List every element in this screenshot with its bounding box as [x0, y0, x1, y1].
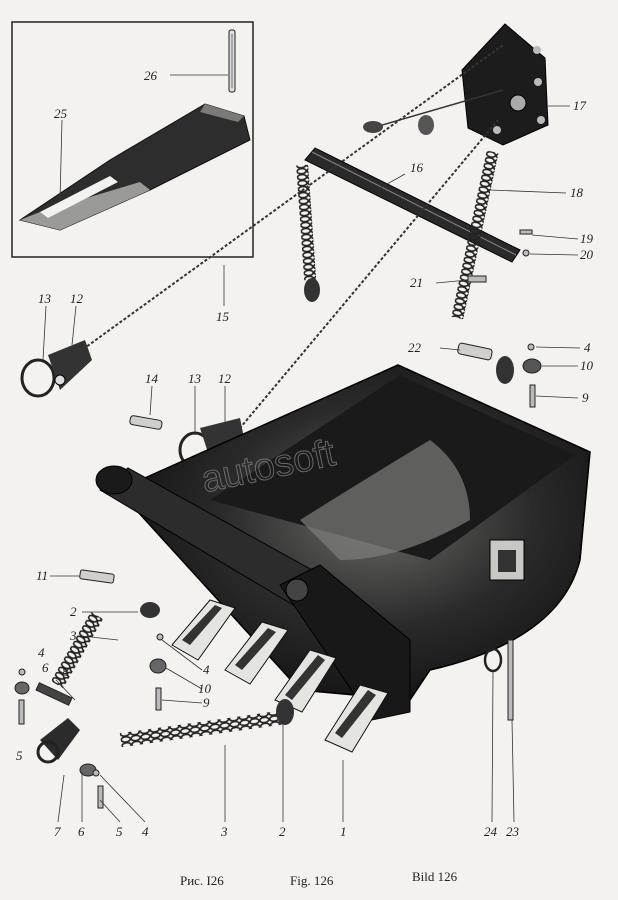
callout-25: 25 — [54, 106, 68, 121]
callout-21: 21 — [410, 275, 423, 290]
callout-12-upper: 12 — [70, 291, 84, 306]
callout-4-lower-left: 4 — [38, 645, 45, 660]
callout-2-left: 2 — [70, 604, 77, 619]
callout-4-bottom: 4 — [142, 824, 149, 839]
callout-22: 22 — [408, 340, 422, 355]
callout-10-right: 10 — [580, 358, 594, 373]
callout-16: 16 — [410, 160, 424, 175]
caption-de: Bild 126 — [412, 869, 458, 884]
pin-part-19 — [519, 229, 533, 235]
pulley-block-part-17 — [461, 23, 549, 146]
callout-3-bottom: 3 — [220, 824, 228, 839]
callout-26: 26 — [144, 68, 158, 83]
chain-part-3-left — [50, 602, 160, 689]
callout-7: 7 — [54, 824, 61, 839]
callout-3-left: 3 — [69, 628, 77, 643]
caption-en: Fig. 126 — [290, 873, 334, 888]
callout-19: 19 — [580, 231, 594, 246]
nut-part-20 — [522, 249, 530, 257]
callout-9-right: 9 — [582, 390, 589, 405]
callout-13-middle: 13 — [188, 371, 202, 386]
pin-part-23 — [507, 639, 514, 721]
callout-13-upper: 13 — [38, 291, 52, 306]
bolt-part-11 — [79, 569, 115, 584]
bolt-part-21 — [467, 275, 487, 283]
callout-10-middle: 10 — [198, 681, 212, 696]
small-parts-middle — [149, 633, 167, 711]
callout-11: 11 — [36, 568, 48, 583]
washer-part-24 — [483, 647, 503, 673]
small-parts-right — [522, 343, 542, 408]
callout-12-middle: 12 — [218, 371, 232, 386]
callout-6-bottom: 6 — [78, 824, 85, 839]
bucket-part-1 — [95, 364, 591, 721]
callout-14: 14 — [145, 371, 159, 386]
tooth-part-25 — [18, 103, 251, 231]
callout-4-right: 4 — [584, 340, 591, 355]
callout-8: 8 — [62, 664, 69, 679]
callout-5-bottom: 5 — [116, 824, 123, 839]
callout-1: 1 — [340, 824, 347, 839]
bucket-teeth — [171, 599, 389, 753]
pin-part-26 — [228, 29, 236, 93]
callout-20: 20 — [580, 247, 594, 262]
lower-left-fittings — [14, 668, 104, 809]
pin-part-14 — [129, 415, 163, 430]
tooth-detail-inset — [11, 21, 254, 258]
shackle-assembly-upper — [20, 340, 92, 398]
figure-captions: Рис. I26 Fig. 126 Bild 126 — [180, 869, 458, 888]
callout-24: 24 — [484, 824, 498, 839]
callout-18: 18 — [570, 185, 584, 200]
spreader-bar-part-16 — [304, 147, 521, 263]
callout-17: 17 — [573, 98, 587, 113]
callout-labels: 26 25 17 16 18 19 20 21 13 12 15 22 4 10… — [16, 68, 594, 839]
callout-4-middle: 4 — [203, 662, 210, 677]
caption-ru: Рис. I26 — [180, 873, 224, 888]
callout-23: 23 — [506, 824, 520, 839]
cables-part-15 — [74, 44, 504, 441]
callout-6-lower-left: 6 — [42, 660, 49, 675]
leader-lines — [42, 74, 581, 823]
chain-part-3-lower — [119, 699, 294, 748]
callout-15: 15 — [216, 309, 230, 324]
callout-2-bottom: 2 — [279, 824, 286, 839]
pin-part-22 — [457, 342, 493, 361]
callout-5-lower-left: 5 — [16, 748, 23, 763]
callout-9-middle: 9 — [203, 695, 210, 710]
chains-part-18 — [296, 150, 514, 384]
